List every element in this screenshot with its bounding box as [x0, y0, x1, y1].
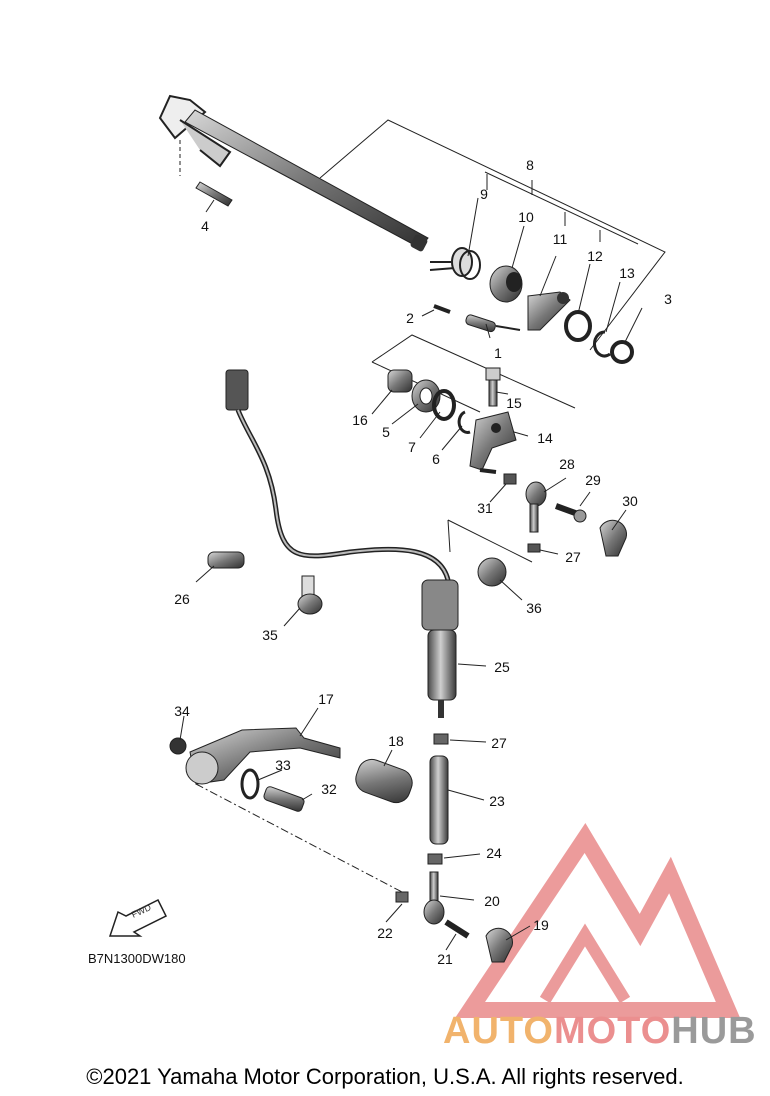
watermark-logo — [455, 823, 741, 1018]
bolt-21 — [444, 919, 470, 939]
circlip-6 — [457, 410, 471, 434]
shift-shaft — [158, 94, 429, 252]
callout-2: 2 — [406, 310, 414, 326]
collar-10 — [489, 265, 523, 303]
nut-31 — [503, 473, 517, 485]
plate-11 — [527, 291, 571, 331]
callout-24: 24 — [486, 845, 502, 861]
nut-22 — [395, 891, 409, 903]
sensor-cable — [225, 369, 451, 581]
bolt-29 — [554, 503, 587, 523]
callout-4: 4 — [201, 218, 209, 234]
callout-23: 23 — [489, 793, 505, 809]
callout-13: 13 — [619, 265, 635, 281]
watermark-text: AUTOMOTOHUB — [443, 1010, 757, 1053]
washer-12 — [564, 310, 592, 342]
callout-36: 36 — [526, 600, 542, 616]
spring-1 — [465, 314, 521, 333]
washer-7 — [432, 389, 456, 421]
callout-27-lower: 27 — [491, 735, 507, 751]
callout-33: 33 — [275, 757, 291, 773]
callout-16: 16 — [352, 412, 368, 428]
callout-5: 5 — [382, 424, 390, 440]
callout-22: 22 — [377, 925, 393, 941]
rod-23 — [429, 755, 449, 845]
callout-15: 15 — [506, 395, 522, 411]
callout-leaders — [179, 197, 643, 951]
circlip-3 — [610, 340, 634, 364]
shift-pedal-17 — [185, 727, 341, 785]
nut-27-upper — [527, 543, 541, 553]
shift-sensor-25 — [421, 579, 459, 718]
callout-27-upper: 27 — [565, 549, 581, 565]
callout-6: 6 — [432, 451, 440, 467]
callout-32: 32 — [321, 781, 337, 797]
pin-4 — [195, 181, 233, 207]
callout-30: 30 — [622, 493, 638, 509]
collar-16 — [387, 369, 413, 393]
callout-25: 25 — [494, 659, 510, 675]
callout-11: 11 — [552, 231, 568, 247]
callout-19: 19 — [533, 917, 549, 933]
callout-3: 3 — [664, 291, 672, 307]
rod-end-28 — [525, 481, 547, 533]
bolt-32 — [263, 786, 305, 812]
callout-1: 1 — [494, 345, 502, 361]
leader-line — [195, 783, 403, 893]
callout-7: 7 — [408, 439, 416, 455]
copyright-notice: ©2021 Yamaha Motor Corporation, U.S.A. A… — [86, 1064, 684, 1089]
callout-8: 8 — [526, 157, 534, 173]
group-bracket-8 — [319, 119, 666, 351]
oring-33 — [240, 768, 260, 800]
nut-27-lower — [433, 733, 449, 745]
callout-21: 21 — [437, 951, 453, 967]
spring-9 — [429, 247, 481, 280]
fwd-arrow-icon — [108, 898, 168, 937]
callout-12: 12 — [587, 248, 603, 264]
callout-34: 34 — [174, 703, 190, 719]
callout-35: 35 — [262, 627, 278, 643]
rod-end-20 — [423, 871, 445, 925]
rubber-18 — [355, 758, 413, 804]
clamp-26 — [207, 551, 245, 569]
bolt-15 — [485, 367, 501, 407]
bolt-2 — [433, 304, 451, 314]
callout-29: 29 — [585, 472, 601, 488]
boot-19 — [485, 927, 513, 963]
nut-24 — [427, 853, 443, 865]
watermark-part-moto: MOTO — [553, 1010, 672, 1052]
leader-line — [447, 519, 533, 563]
callout-10: 10 — [518, 209, 534, 225]
clamp-36 — [477, 557, 507, 587]
callout-31: 31 — [477, 500, 493, 516]
callout-17: 17 — [318, 691, 334, 707]
watermark-part-auto: AUTO — [443, 1010, 554, 1052]
lever-14 — [469, 411, 517, 474]
circlip-13 — [593, 330, 611, 358]
callout-26: 26 — [174, 591, 190, 607]
diagram-code: B7N1300DW180 — [88, 951, 186, 966]
callout-9: 9 — [480, 186, 488, 202]
callout-18: 18 — [388, 733, 404, 749]
callout-28: 28 — [559, 456, 575, 472]
callout-14: 14 — [537, 430, 553, 446]
washer-34 — [169, 737, 187, 755]
callout-20: 20 — [484, 893, 500, 909]
watermark-part-hub: HUB — [671, 1010, 757, 1052]
holder-35 — [297, 575, 323, 615]
boot-30 — [599, 519, 627, 557]
